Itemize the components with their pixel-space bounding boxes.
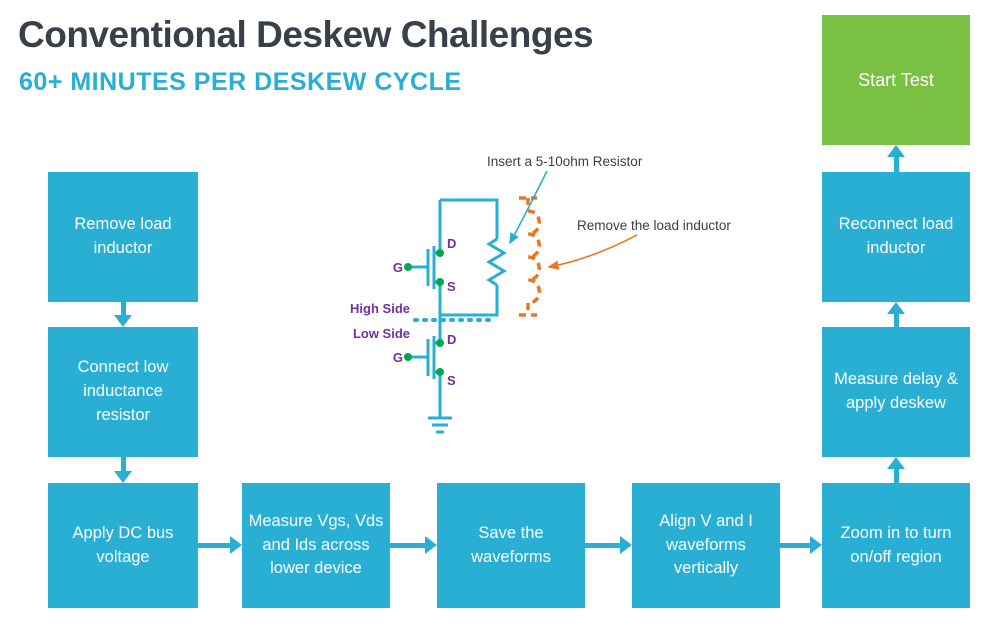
arrow-right-3	[585, 531, 632, 559]
terminal-dots	[404, 249, 444, 376]
arrow-up-1	[882, 457, 910, 483]
inductor-annotation-arrow	[547, 234, 638, 270]
half-bridge-circuit-diagram: G D S G D S High Side Low Side Insert a …	[350, 154, 731, 434]
arrow-right-2	[390, 531, 437, 559]
resistor-annotation-arrow	[509, 170, 548, 245]
low-side-label: Low Side	[353, 326, 410, 341]
arrow-down-1	[109, 302, 137, 327]
step-label: Align V and I waveforms vertically	[659, 511, 753, 578]
source-label-high: S	[447, 279, 456, 294]
annotation-remove-inductor: Remove the load inductor	[577, 218, 731, 233]
step-label: Remove load inductor	[74, 215, 172, 257]
source-label-low: S	[447, 373, 456, 388]
drain-label-high: D	[447, 236, 456, 251]
arrow-down-2	[109, 457, 137, 483]
high-side-label: High Side	[350, 301, 410, 316]
circuit-wires	[408, 198, 507, 434]
page-subtitle: 60+ MINUTES PER DESKEW CYCLE	[19, 68, 462, 96]
start-test-node: Start Test	[822, 15, 970, 145]
start-test-label: Start Test	[858, 69, 934, 90]
step-label: Measure Vgs, Vds and Ids across lower de…	[248, 511, 384, 578]
step-apply-dc-bus-voltage: Apply DC bus voltage	[48, 483, 198, 608]
arrow-right-4	[780, 531, 822, 559]
step-save-the-waveforms: Save the waveforms	[437, 483, 585, 608]
page-title: Conventional Deskew Challenges	[18, 14, 594, 55]
step-connect-low-inductance-resistor: Connect low inductance resistor	[48, 327, 198, 457]
drain-label-low: D	[447, 332, 456, 347]
step-label: Save the waveforms	[471, 523, 551, 566]
step-measure-delay-apply-deskew: Measure delay & apply deskew	[822, 327, 970, 457]
arrow-up-3	[882, 145, 910, 172]
step-label: Apply DC bus voltage	[72, 523, 174, 566]
gate-label-low: G	[393, 350, 403, 365]
gate-label-high: G	[393, 260, 403, 275]
load-inductor-dashed	[519, 196, 541, 317]
annotation-insert-resistor: Insert a 5-10ohm Resistor	[487, 154, 643, 169]
step-align-v-i-waveforms: Align V and I waveforms vertically	[632, 483, 780, 608]
step-label: Connect low inductance resistor	[77, 358, 169, 424]
step-reconnect-load-inductor: Reconnect load inductor	[822, 172, 970, 302]
step-zoom-in-turn-on-off: Zoom in to turn on/off region	[822, 483, 970, 608]
step-label: Measure delay & apply deskew	[834, 370, 958, 412]
arrow-right-1	[198, 531, 242, 559]
step-measure-vgs-vds-ids: Measure Vgs, Vds and Ids across lower de…	[242, 483, 390, 608]
arrow-up-2	[882, 302, 910, 327]
step-remove-load-inductor: Remove load inductor	[48, 172, 198, 302]
step-label: Zoom in to turn on/off region	[840, 523, 952, 566]
step-label: Reconnect load inductor	[838, 215, 954, 257]
